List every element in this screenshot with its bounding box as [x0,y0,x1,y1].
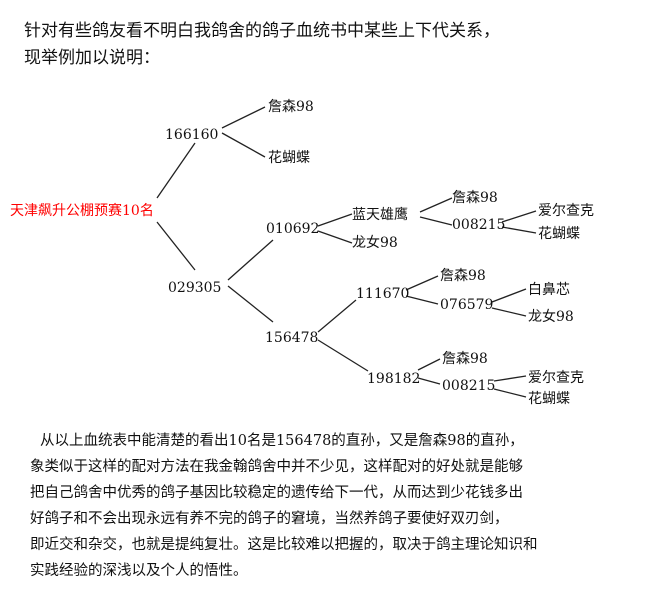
edge-008215b-dam [493,388,527,398]
node-lt-sire: 詹森98 [452,190,498,206]
edge-010692-sire [317,213,353,227]
edge-198182-sire [417,358,441,371]
node-111670: 111670 [356,286,409,302]
intro-paragraph: 针对有些鸽友看不明白我鸽舍的鸽子血统书中某些上下代关系， 现举例加以说明： [24,18,654,72]
node-076579: 076579 [440,297,493,313]
edge-076579-dam [491,307,527,317]
node-166160-dam: 花蝴蝶 [268,150,310,166]
explanation-line-1: 从以上血统表中能清楚的看出10名是156478的直孙，又是詹森98的直孙， [40,433,524,449]
edge-root-166160 [156,142,196,199]
pedigree-tree: 天津飙升公棚预赛10名 166160 詹森98 花蝴蝶 029305 01069… [10,99,594,407]
explanation-line-5: 即近交和杂交，也就是提纯复壮。这是比较难以把握的，取决于鸽主理论知识和 [30,537,538,553]
edge-156478-111670 [317,299,357,333]
explanation-paragraph: 从以上血统表中能清楚的看出10名是156478的直孙，又是詹森98的直孙， 象类… [30,428,650,584]
root-label: 天津飙升公棚预赛10名 [10,203,154,219]
node-076579-sire: 白鼻芯 [528,281,570,298]
edge-lt-dam [419,216,453,226]
node-111670-sire: 詹森98 [440,268,486,284]
node-198182: 198182 [367,371,420,387]
node-076579-dam: 龙女98 [528,308,574,325]
edge-008215a-dam [501,226,537,234]
node-029305: 029305 [168,280,221,296]
node-lt-dam-dam: 花蝴蝶 [538,226,580,242]
edge-008215b-sire [493,375,527,382]
edge-010692-dam [317,230,353,244]
node-lt-dam-sire: 爱尔查克 [538,203,594,219]
node-010692-sire: 蓝天雄鹰 [352,207,408,223]
explanation-line-3: 把自己鸽舍中优秀的鸽子基因比较稳定的遗传给下一代，从而达到少花钱多出 [30,485,523,501]
edge-lt-sire [419,197,453,213]
node-010692: 010692 [266,221,319,237]
intro-line-2: 现举例加以说明： [24,48,160,68]
node-166160-sire: 詹森98 [268,99,314,115]
node-198182-dam-dam: 花蝴蝶 [528,391,570,407]
explanation-line-6: 实践经验的深浅以及个人的悟性。 [30,563,248,579]
node-lt-dam: 008215 [452,217,505,233]
edge-076579-sire [491,288,527,303]
edge-root-029305 [156,221,196,271]
node-010692-dam: 龙女98 [352,234,398,251]
node-198182-dam: 008215 [442,378,495,394]
edge-111670-076579 [405,295,439,305]
edge-111670-sire [405,275,439,291]
edge-029305-010692 [227,239,274,281]
intro-line-1: 针对有些鸽友看不明白我鸽舍的鸽子血统书中某些上下代关系， [24,21,500,41]
node-166160: 166160 [165,127,218,143]
edge-166160-sire [221,106,266,129]
explanation-line-4: 好鸽子和不会出现永远有养不完的鸽子的窘境，当然养鸽子要使好双刃剑， [30,511,509,527]
edge-156478-198182 [317,339,369,372]
node-198182-sire: 詹森98 [442,351,488,367]
edge-198182-dam [417,377,441,385]
edge-029305-156478 [227,285,274,323]
explanation-line-2: 象类似于这样的配对方法在我金翰鸽舍中并不少见，这样配对的好处就是能够 [30,459,523,475]
edge-008215a-sire [501,210,537,223]
edge-166160-dam [221,132,266,158]
node-198182-dam-sire: 爱尔查克 [528,370,584,386]
node-156478: 156478 [265,330,318,346]
